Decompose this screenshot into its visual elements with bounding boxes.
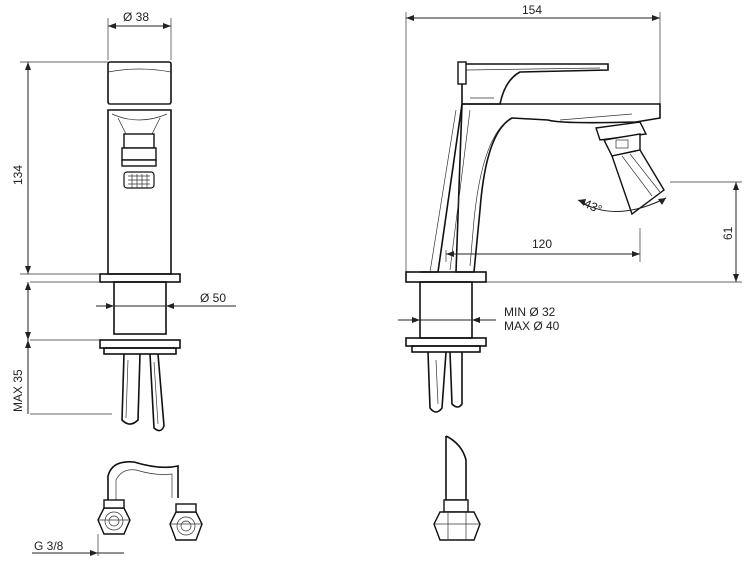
base-side: MIN Ø 32 MAX Ø 40: [398, 271, 560, 353]
aerator-side: [595, 121, 665, 216]
dim-thread: G 3/8: [32, 534, 124, 556]
dim-reach-label: 120: [532, 237, 552, 251]
dim-width: 154: [405, 3, 661, 272]
connector-side: [433, 435, 481, 541]
hoses-front: [121, 353, 165, 432]
front-view: Ø 38: [11, 10, 236, 556]
dim-height: 134: [11, 61, 108, 275]
dim-reach: 120: [445, 228, 641, 262]
dim-angle: 43°: [577, 196, 667, 217]
dim-max-thickness-label: MAX 35: [11, 369, 25, 412]
dim-body-diameter: Ø 38: [107, 10, 172, 60]
dim-hole-min-label: MIN Ø 32: [504, 305, 556, 319]
body-front: [107, 109, 172, 275]
handle-front: [107, 61, 172, 105]
hose-side: [427, 351, 463, 413]
dim-base-diameter: Ø 50: [96, 291, 236, 309]
dim-hole-max-label: MAX Ø 40: [504, 319, 560, 333]
dim-thread-label: G 3/8: [34, 539, 64, 553]
hex-nut-left: [97, 499, 131, 535]
dim-max-thickness: MAX 35: [11, 282, 31, 414]
dim-height-label: 134: [11, 165, 25, 185]
handle-side: [457, 61, 609, 105]
dim-spout-height-label: 61: [721, 226, 735, 240]
hose-connectors: [97, 460, 203, 541]
dim-width-label: 154: [522, 3, 542, 17]
side-view: 154: [398, 3, 742, 541]
dim-spout-height: 61: [484, 181, 742, 283]
dim-body-diameter-label: Ø 38: [123, 10, 149, 24]
aerator-mesh: [123, 171, 155, 189]
base-front: [30, 273, 181, 415]
hex-nut-right: [169, 503, 203, 541]
dim-base-diameter-label: Ø 50: [200, 291, 226, 305]
